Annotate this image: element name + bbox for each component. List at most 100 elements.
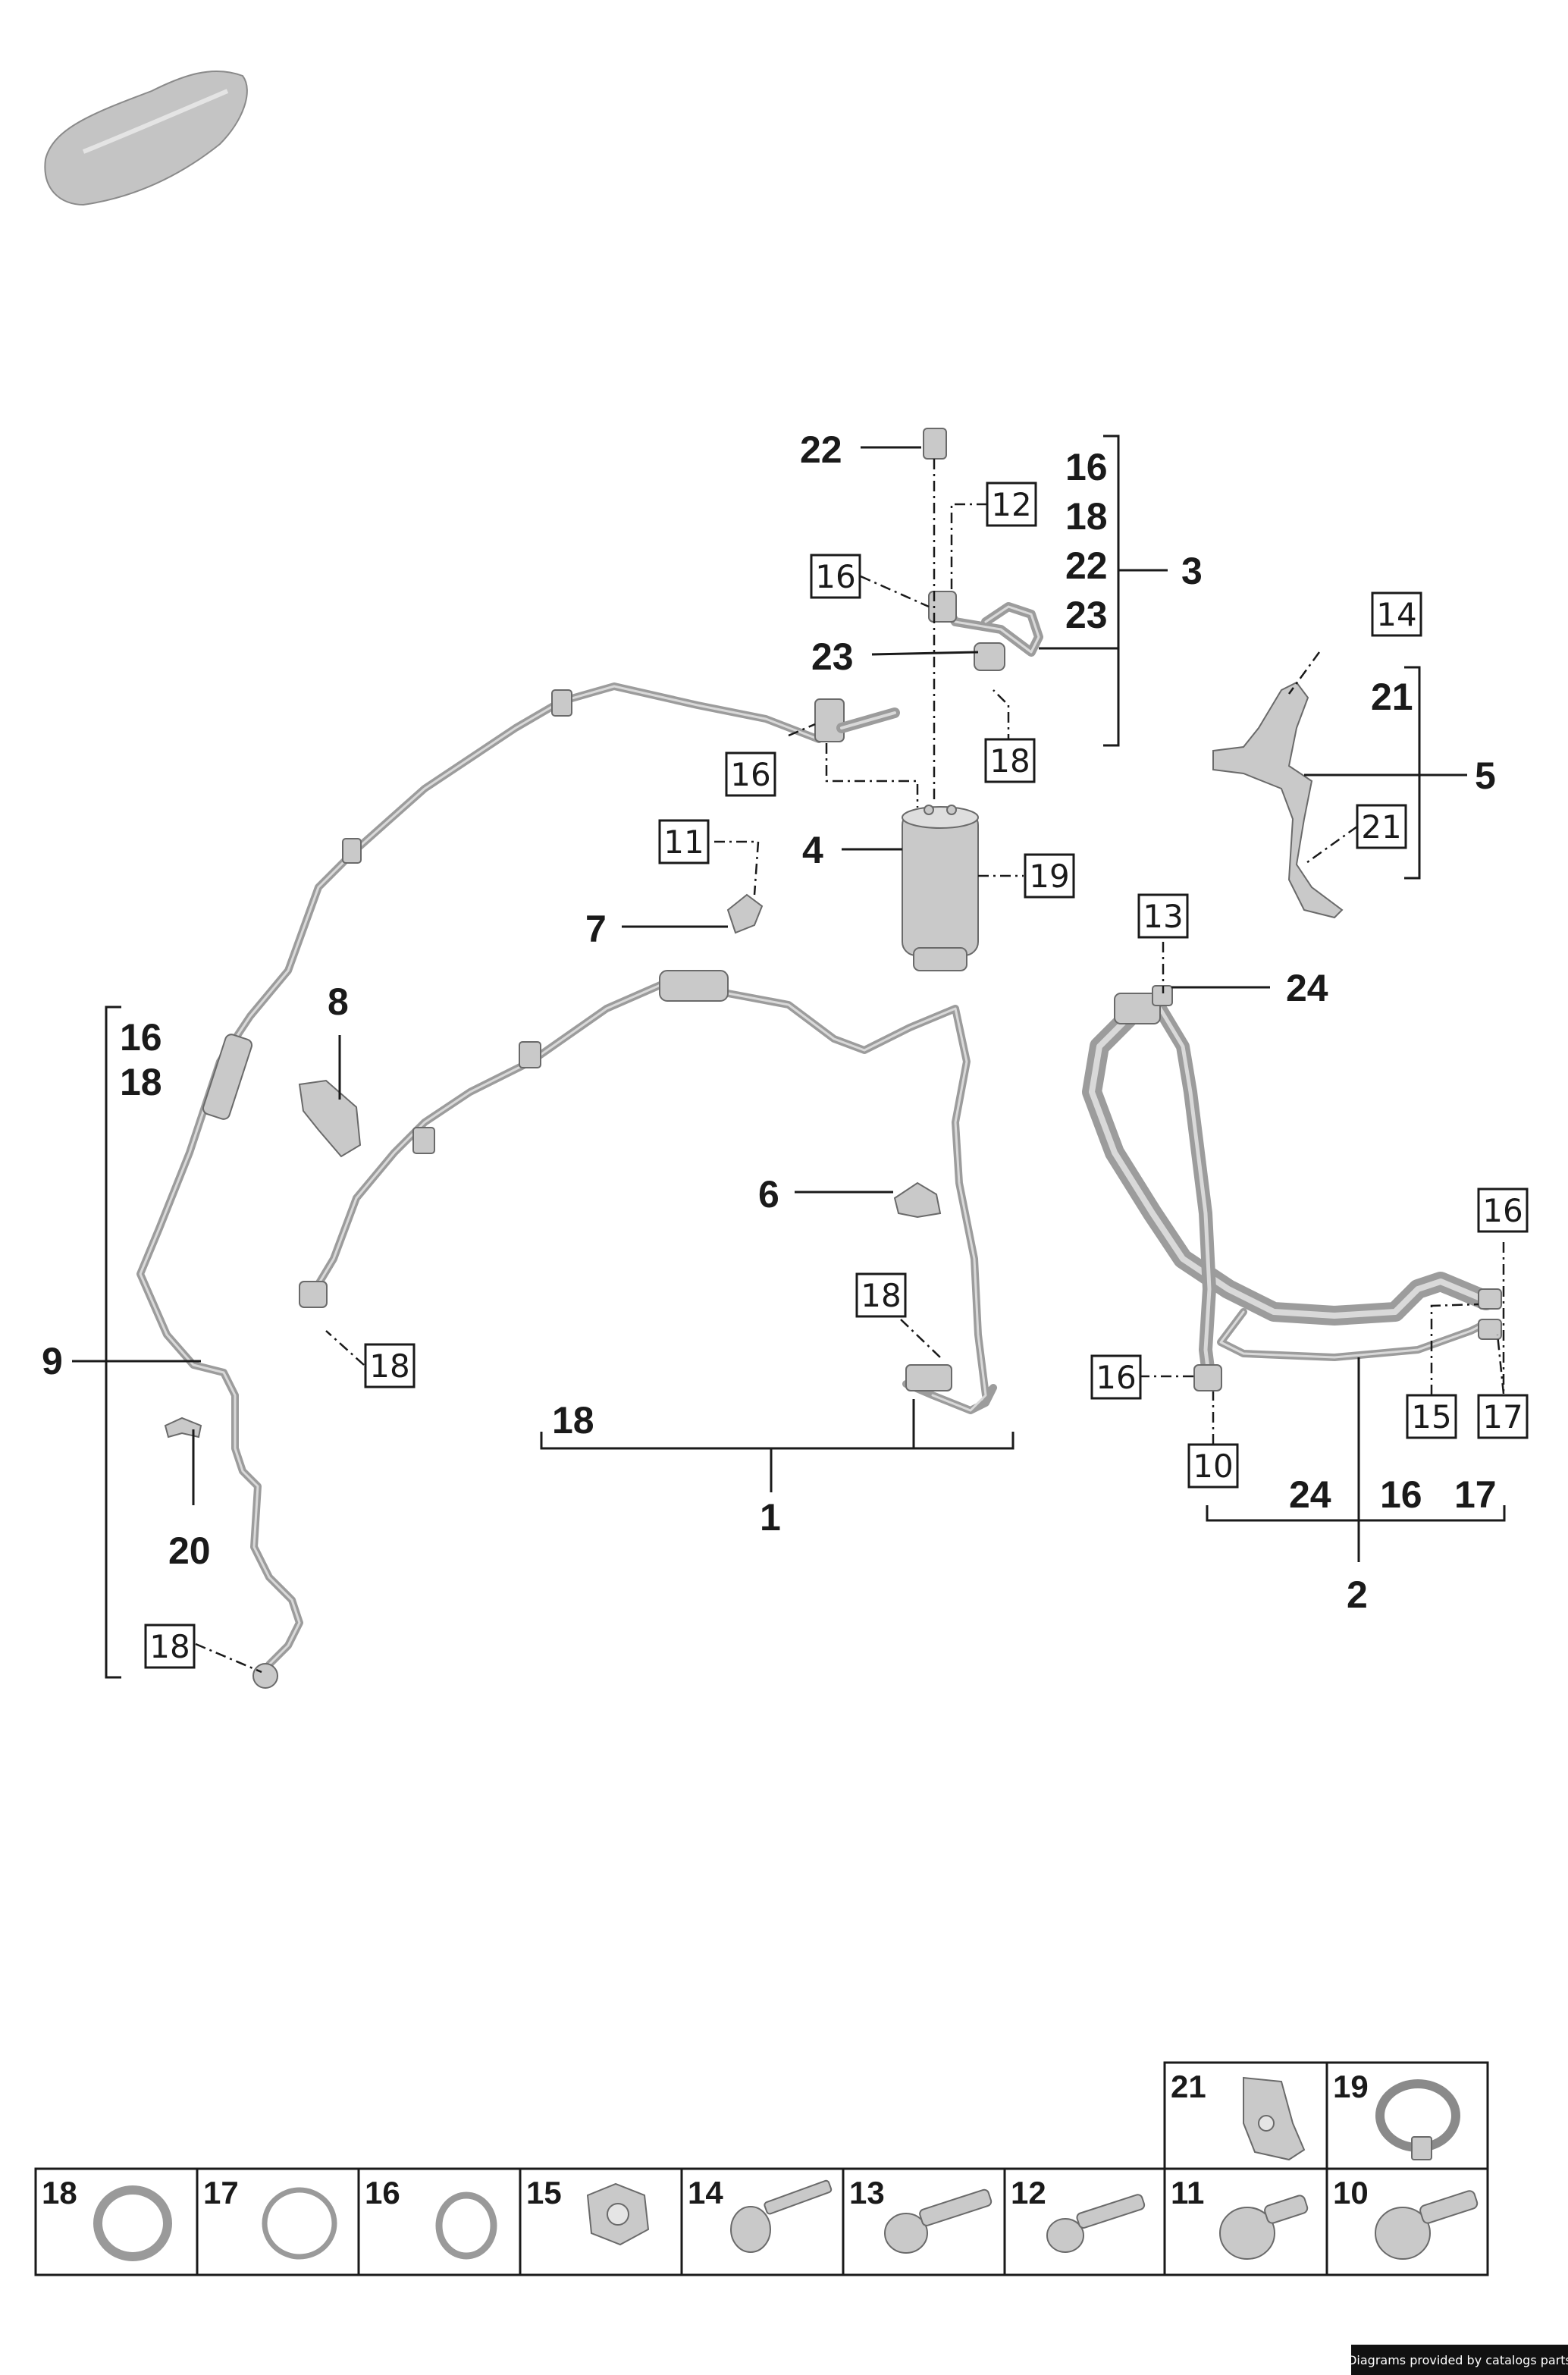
hardware-cell: 17 <box>196 2167 360 2276</box>
svg-text:13: 13 <box>1143 898 1183 935</box>
hardware-cell: 14 <box>680 2167 845 2276</box>
group2-item: 16 <box>1380 1473 1422 1516</box>
hardware-cell: 19 <box>1325 2061 1489 2170</box>
label-24: 24 <box>1286 967 1328 1009</box>
callout-21: 21 <box>1356 804 1407 849</box>
hardware-cell: 21 <box>1163 2061 1328 2170</box>
bolt-icon <box>1046 2194 1146 2253</box>
hardware-cell: 15 <box>519 2167 683 2276</box>
callout-16: 16 <box>1090 1354 1142 1400</box>
hardware-cell: 11 <box>1163 2167 1328 2276</box>
hardware-cell: 13 <box>842 2167 1006 2276</box>
svg-text:14: 14 <box>688 2175 723 2210</box>
label-8: 8 <box>328 980 349 1023</box>
ac-line-9 <box>136 682 823 1689</box>
callout-19: 19 <box>1024 853 1075 899</box>
group3-item: 23 <box>1065 594 1108 636</box>
hardware-cell: 12 <box>1003 2167 1166 2276</box>
svg-text:10: 10 <box>1193 1448 1233 1485</box>
label-9: 9 <box>42 1340 63 1382</box>
svg-text:11: 11 <box>663 824 704 861</box>
bolt-icon <box>1375 2190 1479 2260</box>
svg-text:14: 14 <box>1376 596 1416 633</box>
callout-16: 16 <box>1477 1188 1529 1233</box>
label-1: 1 <box>760 1496 781 1539</box>
callout-18: 18 <box>984 738 1036 783</box>
clip-nut-icon <box>1243 2076 1306 2161</box>
label-23: 23 <box>811 635 854 678</box>
bolt-icon <box>730 2179 833 2253</box>
svg-text:18: 18 <box>861 1277 901 1314</box>
dash-leaders <box>195 459 1505 1674</box>
label-3: 3 <box>1181 550 1203 592</box>
hardware-cell: 18 <box>34 2167 199 2276</box>
svg-text:15: 15 <box>1411 1398 1451 1435</box>
hardware-cell: 16 <box>357 2167 522 2276</box>
group2-item: 17 <box>1454 1473 1497 1516</box>
callout-16: 16 <box>810 554 861 599</box>
label-7: 7 <box>585 908 607 950</box>
svg-text:19: 19 <box>1333 2069 1369 2104</box>
callout-18: 18 <box>144 1624 196 1669</box>
callout-10: 10 <box>1187 1443 1239 1489</box>
svg-text:17: 17 <box>203 2175 239 2210</box>
bolt-icon <box>1219 2195 1309 2260</box>
group3-item: 22 <box>1065 544 1108 587</box>
bracket-5 <box>1212 681 1344 919</box>
label-6: 6 <box>758 1173 779 1216</box>
o-ring-icon <box>435 2191 497 2260</box>
label-4: 4 <box>802 829 823 871</box>
label-22: 22 <box>800 428 842 471</box>
label-18-group1: 18 <box>552 1399 594 1442</box>
callout-12: 12 <box>986 482 1037 527</box>
clip-20-icon <box>164 1417 202 1438</box>
group3-item: 16 <box>1065 446 1108 488</box>
o-ring-icon <box>93 2185 172 2261</box>
bolt-icon <box>884 2188 993 2254</box>
callout-13: 13 <box>1137 893 1189 939</box>
svg-text:16: 16 <box>365 2175 400 2210</box>
callout-17: 17 <box>1477 1394 1529 1439</box>
svg-text:19: 19 <box>1029 858 1069 895</box>
group9-item: 18 <box>120 1061 162 1103</box>
callout-16: 16 <box>725 751 776 797</box>
group3-item: 18 <box>1065 495 1108 538</box>
o-ring-icon <box>262 2187 337 2260</box>
line-connector <box>814 698 900 742</box>
svg-text:12: 12 <box>1011 2175 1046 2210</box>
hardware-table: 21 19 18 17 16 <box>34 2061 1489 2276</box>
clip-7-icon <box>726 893 764 934</box>
svg-text:15: 15 <box>526 2175 562 2210</box>
callout-18: 18 <box>364 1343 416 1388</box>
svg-text:16: 16 <box>815 558 855 595</box>
ac-line-1 <box>299 970 997 1414</box>
svg-text:18: 18 <box>369 1348 409 1385</box>
svg-text:10: 10 <box>1333 2175 1369 2210</box>
leader-lines <box>72 435 1506 1679</box>
svg-text:18: 18 <box>42 2175 77 2210</box>
svg-text:21: 21 <box>1361 808 1401 846</box>
svg-text:16: 16 <box>1096 1359 1136 1396</box>
car-thumbnail-icon <box>44 70 248 206</box>
svg-text:13: 13 <box>849 2175 885 2210</box>
callout-18: 18 <box>855 1272 907 1318</box>
label-2: 2 <box>1347 1573 1368 1616</box>
svg-text:16: 16 <box>1482 1192 1523 1229</box>
label-20: 20 <box>168 1529 211 1572</box>
group2-item: 24 <box>1289 1473 1331 1516</box>
group9-item: 16 <box>120 1016 162 1059</box>
hex-nut-icon <box>586 2182 650 2246</box>
hose-clamp-icon <box>1375 2079 1460 2160</box>
pressure-fitting-assembly <box>923 428 1043 671</box>
svg-text:21: 21 <box>1171 2069 1206 2104</box>
svg-text:18: 18 <box>989 742 1030 780</box>
ac-line-2 <box>1082 985 1502 1391</box>
receiver-drier <box>902 805 979 971</box>
label-5: 5 <box>1475 755 1496 797</box>
svg-text:11: 11 <box>1171 2175 1204 2210</box>
clip-8-icon <box>298 1079 362 1158</box>
footer-credit: Diagrams provided by catalogs parts <box>1347 2345 1568 2375</box>
svg-text:Diagrams provided by catalogs: Diagrams provided by catalogs parts <box>1347 2353 1568 2367</box>
group5-item: 21 <box>1371 676 1413 718</box>
